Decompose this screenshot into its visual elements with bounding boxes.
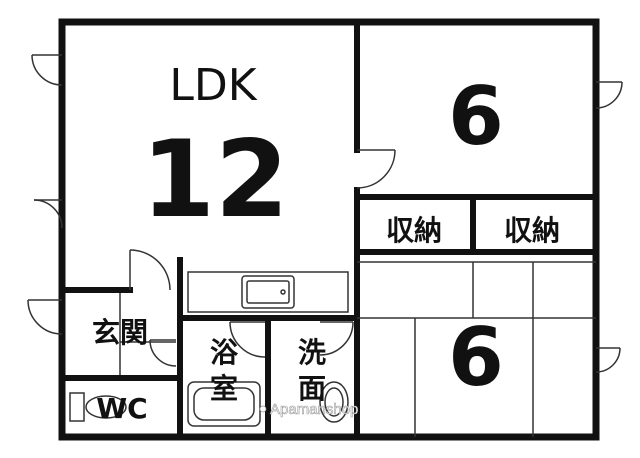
detail-lines [119,261,596,437]
door-western-room-right [595,81,623,109]
outer-walls [58,18,600,441]
door-entrance-inner [149,339,177,367]
watermark-text: Apamanshop [270,401,358,418]
toilet-label: WC [96,392,147,425]
watermark: Apamanshop [259,401,359,418]
washbasin-icon [319,381,349,423]
door-japanese-room-right [595,347,621,373]
storage-right-label: 収納 [504,214,560,247]
bathroom-label-1: 浴 [210,336,239,369]
washroom-label-1: 洗 [298,336,326,369]
door-ldk-lower [33,199,63,229]
interior-walls [59,19,599,440]
western-room-size-label: 6 [448,70,504,163]
door-western-room [356,149,396,189]
watermark-logo-icon [259,405,267,413]
ldk-type-label: LDK [169,60,257,111]
toilet-icon [69,392,127,422]
door-entrance-to-ldk [129,249,171,291]
entrance-label: 玄関 [92,316,148,349]
door-bathroom [229,321,266,358]
door-swings [27,54,623,373]
door-entrance-left [27,299,63,335]
door-washroom [319,321,354,356]
bathroom-label-2: 室 [210,372,238,405]
door-ldk-upper [31,54,63,86]
storage-left-label: 収納 [386,214,442,247]
bathtub-icon [187,381,261,427]
ldk-size-label: 12 [141,118,289,241]
japanese-room-size-label: 6 [448,311,504,404]
kitchen-sink-icon [241,275,295,309]
washroom-label-2: 面 [298,372,326,405]
